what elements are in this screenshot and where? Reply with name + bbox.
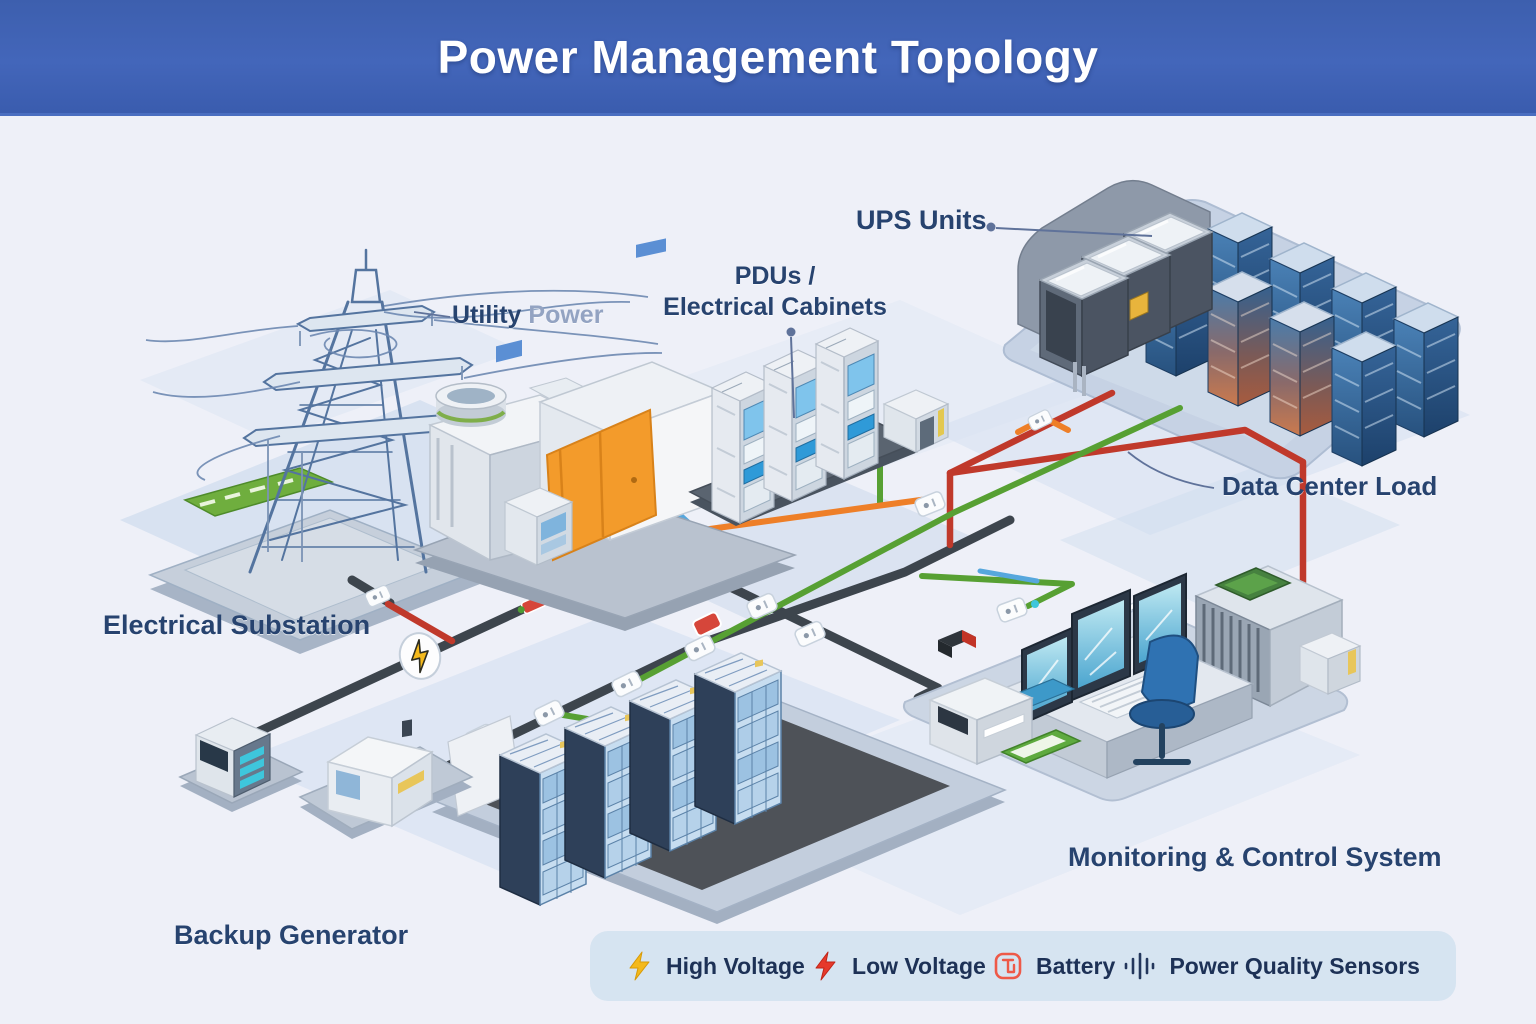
container-label [636, 238, 666, 258]
label-electrical-substation: Electrical Substation [103, 610, 371, 640]
printer-device [928, 677, 1082, 766]
legend-item-battery: Battery [993, 951, 1115, 981]
feeder-cabinet [178, 717, 304, 812]
low-voltage-bolt-icon [815, 951, 836, 981]
monitoring-station [902, 565, 1362, 802]
battery-racks [430, 652, 1007, 924]
label-data-center-load: Data Center Load [1222, 471, 1438, 501]
cyan-connector-dot [1031, 600, 1039, 608]
red-connector [692, 611, 722, 637]
legend-item-power-quality-sensors: Power Quality Sensors [1122, 951, 1420, 981]
page-title: Power Management Topology [437, 30, 1099, 83]
pdu-cabinets [688, 327, 950, 526]
power-meter-device [938, 630, 976, 658]
legend-bar: High Voltage Low Voltage Battery Power Q… [590, 931, 1456, 1001]
power-quality-sensors-icon [1125, 952, 1155, 980]
pdu-side-box [882, 389, 950, 453]
label-leaders [413, 222, 1215, 489]
tank [435, 382, 507, 427]
backup-generator [298, 719, 474, 839]
label-backup-generator: Backup Generator [174, 920, 409, 950]
transformer-box [503, 487, 574, 566]
ups-units [1038, 211, 1214, 396]
red-cables [384, 389, 1307, 645]
title-banner: Power Management Topology [0, 0, 1536, 116]
high-voltage-bolt-icon [629, 951, 650, 981]
label-utility-power: Utility Power [452, 301, 604, 329]
operator-chair [1129, 634, 1200, 765]
label-ups-units: UPS Units [856, 205, 987, 235]
legend-item-high-voltage: High Voltage [626, 951, 805, 981]
legend-item-low-voltage: Low Voltage [812, 951, 986, 981]
label-pdus-electrical-cabinets: PDUs / Electrical Cabinets [663, 262, 887, 321]
data-center [1002, 179, 1461, 480]
high-voltage-badge [394, 627, 446, 685]
label-monitoring-control-system: Monitoring & Control System [1068, 842, 1442, 872]
battery-icon [994, 952, 1022, 980]
logo-plate [496, 339, 522, 363]
dark-cable-3 [347, 515, 1015, 817]
